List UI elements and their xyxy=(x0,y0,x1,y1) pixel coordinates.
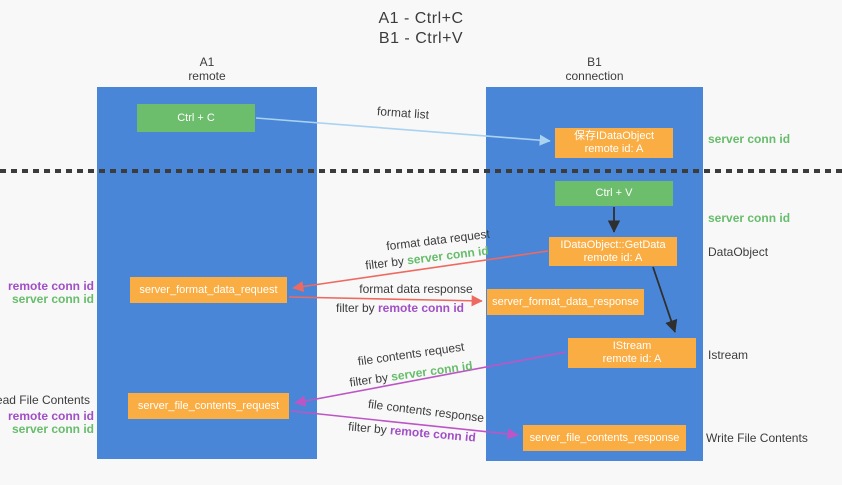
separator-dotted-line xyxy=(0,169,842,173)
server-format-data-request-box: server_format_data_request xyxy=(130,277,287,303)
server-conn-id-left-1: server conn id xyxy=(11,292,94,306)
ctrl-v-label: Ctrl + V xyxy=(595,187,633,199)
getdata-line1: IDataObject::GetData xyxy=(560,238,666,251)
server-file-contents-request-label: server_file_contents_request xyxy=(137,399,280,412)
remote-conn-id-left-2: remote conn id xyxy=(7,409,94,423)
server-file-contents-response-label: server_file_contents_response xyxy=(529,431,680,444)
lifeline-header-a1: A1 remote xyxy=(97,55,317,83)
title-line-1: A1 - Ctrl+C xyxy=(378,10,464,27)
read-file-contents-label: Read File Contents xyxy=(0,393,90,407)
filter-by-text: filter by xyxy=(364,253,408,273)
lifeline-a1-name: A1 xyxy=(199,55,215,69)
remote-conn-id-text: remote conn id xyxy=(378,301,465,315)
lifeline-b1-role: connection xyxy=(565,69,624,83)
istream-line1: IStream xyxy=(612,340,652,352)
server-conn-id-right-mid: server conn id xyxy=(708,211,791,225)
istream-side-label: Istream xyxy=(708,348,749,362)
dataobject-label: DataObject xyxy=(708,245,769,259)
remote-conn-id-text: remote conn id xyxy=(389,423,477,445)
filter-by-text: filter by xyxy=(347,419,391,438)
save-dataobject-line1: 保存IDataObject xyxy=(573,130,655,142)
file-contents-response-label: file contents response xyxy=(367,396,485,426)
istream-box: IStream remote id: A xyxy=(568,338,696,368)
ctrl-c-label: Ctrl + C xyxy=(177,111,215,124)
lifeline-header-b1: B1 connection xyxy=(486,55,703,83)
server-format-data-request-label: server_format_data_request xyxy=(139,283,278,296)
server-format-data-response-label: server_format_data_response xyxy=(492,295,639,308)
lifeline-a1-role: remote xyxy=(188,69,226,83)
diagram-title: A1 - Ctrl+C B1 - Ctrl+V xyxy=(321,9,521,49)
server-file-contents-request-box: server_file_contents_request xyxy=(128,393,289,419)
server-conn-id-left-2: server conn id xyxy=(11,422,94,436)
ctrl-c-box: Ctrl + C xyxy=(137,104,255,132)
save-dataobject-box: 保存IDataObject remote id: A xyxy=(555,128,673,158)
getdata-box: IDataObject::GetData remote id: A xyxy=(549,237,677,266)
save-dataobject-line2: remote id: A xyxy=(584,143,644,155)
format-list-label: format list xyxy=(376,104,430,122)
filter-by-text: filter by xyxy=(335,301,378,315)
filter-by-remote-conn-id-label-2: filter by remote conn id xyxy=(348,419,477,444)
server-file-contents-response-box: server_file_contents_response xyxy=(523,425,686,451)
lifeline-b1-name: B1 xyxy=(587,55,602,69)
getdata-line2: remote id: A xyxy=(583,251,643,264)
istream-line2: remote id: A xyxy=(602,353,662,365)
filter-by-text: filter by xyxy=(348,369,393,390)
ctrl-v-box: Ctrl + V xyxy=(555,181,673,206)
server-format-data-response-box: server_format_data_response xyxy=(487,289,644,315)
remote-conn-id-left-1: remote conn id xyxy=(7,279,94,293)
format-data-response-label: format data response xyxy=(359,282,473,296)
filter-by-remote-conn-id-label-1: filter by remote conn id xyxy=(336,301,464,315)
title-line-2: B1 - Ctrl+V xyxy=(378,30,464,47)
server-conn-id-right-top: server conn id xyxy=(708,132,791,146)
write-file-contents-label: Write File Contents xyxy=(706,431,808,445)
